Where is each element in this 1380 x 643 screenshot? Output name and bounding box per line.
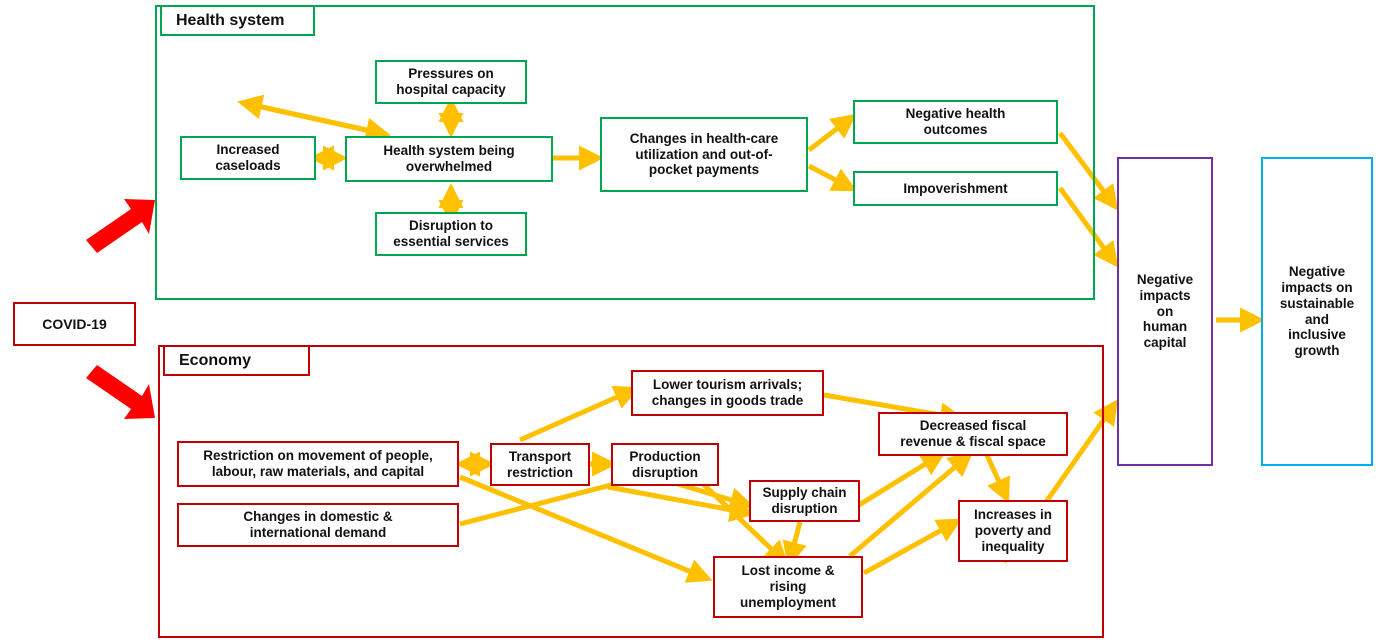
arrow-supply-to-lost-income: [782, 521, 807, 567]
node-impoverishment[interactable]: Impoverishment: [853, 171, 1058, 206]
arrow-outcomes-to-human-capital: [1058, 131, 1119, 211]
node-restriction-movement-label: Restriction on movement of people,labour…: [203, 448, 433, 479]
node-covid-19-label: COVID-19: [42, 315, 107, 332]
arrow-changes-to-impoverishment: [807, 163, 858, 192]
node-lower-tourism-arrivals-label: Lower tourism arrivals;changes in goods …: [651, 377, 804, 408]
covid-arrow-to-health: [86, 199, 155, 253]
node-changes-demand[interactable]: Changes in domestic &international deman…: [177, 503, 459, 547]
node-changes-demand-label: Changes in domestic &international deman…: [243, 509, 393, 540]
economy-label-text: Economy: [179, 351, 252, 369]
arrow-transport-to-tourism: [518, 385, 640, 443]
arrow-changes-to-outcomes: [807, 113, 857, 152]
arrow-restriction-to-lost-income: [459, 474, 713, 583]
node-impoverishment-label: Impoverishment: [903, 180, 1008, 196]
economy-container: [158, 345, 1104, 638]
health-system-label-text: Health system: [176, 11, 285, 29]
arrow-supply-to-fiscal: [857, 451, 946, 508]
arrow-lost-income-to-fiscal: [848, 451, 974, 558]
arrow-caseloads-to-pressures: [251, 102, 391, 143]
node-restriction-movement[interactable]: Restriction on movement of people,labour…: [177, 441, 459, 487]
covid-arrows: [86, 199, 155, 419]
arrow-lost-income-to-poverty: [862, 518, 963, 576]
health-system-container: [155, 5, 1095, 300]
covid-arrow-to-economy: [86, 365, 155, 419]
arrow-transportline-to-supply: [607, 484, 755, 523]
health-system-label: Health system: [160, 5, 315, 36]
economy-label: Economy: [163, 345, 310, 376]
arrow-impoverishment-to-human-capital: [1057, 186, 1119, 268]
node-covid-19[interactable]: COVID-19: [13, 302, 136, 346]
node-lower-tourism-arrivals[interactable]: Lower tourism arrivals;changes in goods …: [631, 370, 824, 416]
arrow-fiscal-to-poverty: [983, 451, 1010, 504]
